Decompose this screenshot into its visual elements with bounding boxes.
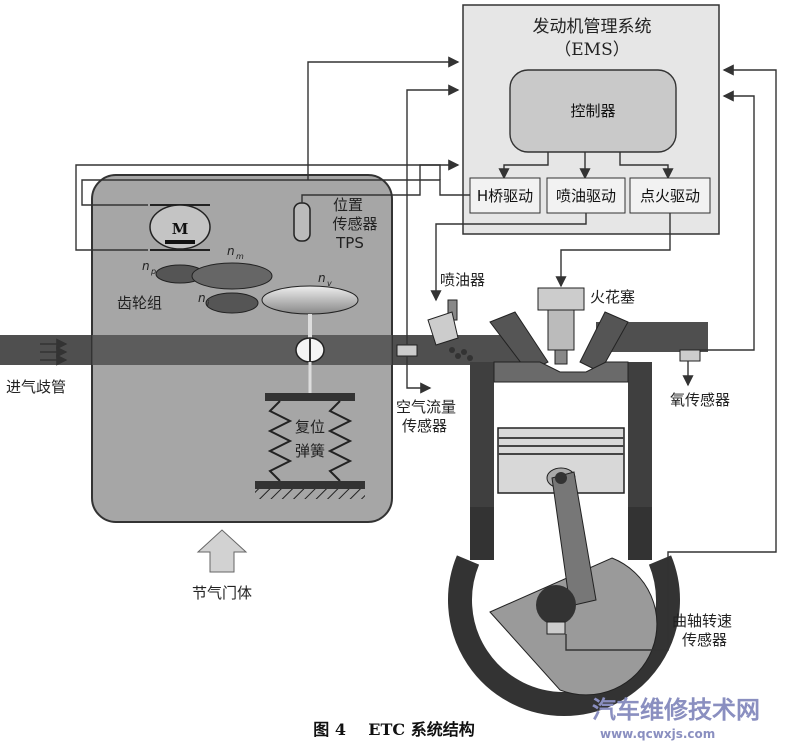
injector-label: 喷油器 — [440, 271, 485, 289]
return-spring-label-2: 弹簧 — [295, 442, 325, 460]
controller-label: 控制器 — [570, 102, 615, 120]
throttle-body — [91, 174, 393, 523]
tps-label-3: TPS — [335, 234, 364, 252]
return-spring-label-1: 复位 — [295, 418, 325, 436]
airflow-sensor-label-1: 空气流量 — [396, 398, 456, 416]
gear-np-sub: p — [150, 267, 156, 276]
controller-block — [509, 69, 677, 153]
intake-manifold-label: 进气歧管 — [6, 378, 66, 396]
crank-sensor-label-1: 曲轴转速 — [672, 612, 732, 630]
spark-plug — [537, 287, 585, 365]
intake-arrows — [40, 338, 68, 366]
gear-ni-label: n — [198, 291, 206, 305]
gear-nm — [191, 262, 273, 290]
throttle-body-label: 节气门体 — [192, 584, 252, 602]
h-bridge-driver-block — [469, 177, 541, 214]
spark-plug-label: 火花塞 — [590, 288, 635, 306]
ems-box: 发动机管理系统 （EMS） 控制器 H桥驱动 喷油驱动 点火驱动 — [462, 4, 720, 235]
watermark-main: 汽车维修技术网 — [592, 696, 760, 724]
return-spring — [255, 393, 365, 499]
oxygen-sensor-label: 氧传感器 — [670, 391, 730, 409]
throttle-body-arrow — [196, 529, 248, 573]
tps-sensor — [293, 202, 311, 242]
h-bridge-driver-label: H桥驱动 — [477, 187, 533, 205]
gear-np-label: n — [142, 259, 150, 273]
motor: M — [149, 204, 211, 251]
ems-title: 发动机管理系统 — [533, 17, 652, 37]
signal-wires — [75, 56, 777, 651]
watermark-url: www.qcwxjs.com — [600, 727, 715, 741]
engine — [440, 311, 708, 716]
ignition-driver-label: 点火驱动 — [640, 187, 700, 205]
injector-driver-label: 喷油驱动 — [556, 187, 616, 205]
injector-driver-block — [546, 177, 626, 214]
gear-nm-sub: m — [236, 252, 244, 261]
throttle-plate — [295, 337, 325, 395]
airflow-sensor — [396, 344, 418, 357]
tps-label-2: 传感器 — [332, 215, 377, 233]
oxygen-sensor — [679, 349, 701, 362]
gear-nm-label: n — [227, 244, 235, 258]
crank-sensor-label-2: 传感器 — [682, 631, 727, 649]
injector — [427, 299, 473, 361]
gear-nv-sub: v — [327, 279, 332, 288]
gear-nv-label: n — [318, 271, 326, 285]
tps-label-1: 位置 — [333, 196, 363, 214]
gear-ni — [205, 292, 259, 314]
gear-set — [155, 262, 359, 340]
figure-caption: 图 4 ETC 系统结构 — [313, 720, 474, 739]
airflow-sensor-label-2: 传感器 — [402, 417, 447, 435]
motor-label: M — [172, 220, 189, 238]
gear-ni-sub: i — [207, 299, 210, 308]
gear-set-label: 齿轮组 — [117, 294, 162, 312]
gear-nv — [261, 285, 359, 315]
ems-subtitle: （EMS） — [554, 40, 629, 60]
